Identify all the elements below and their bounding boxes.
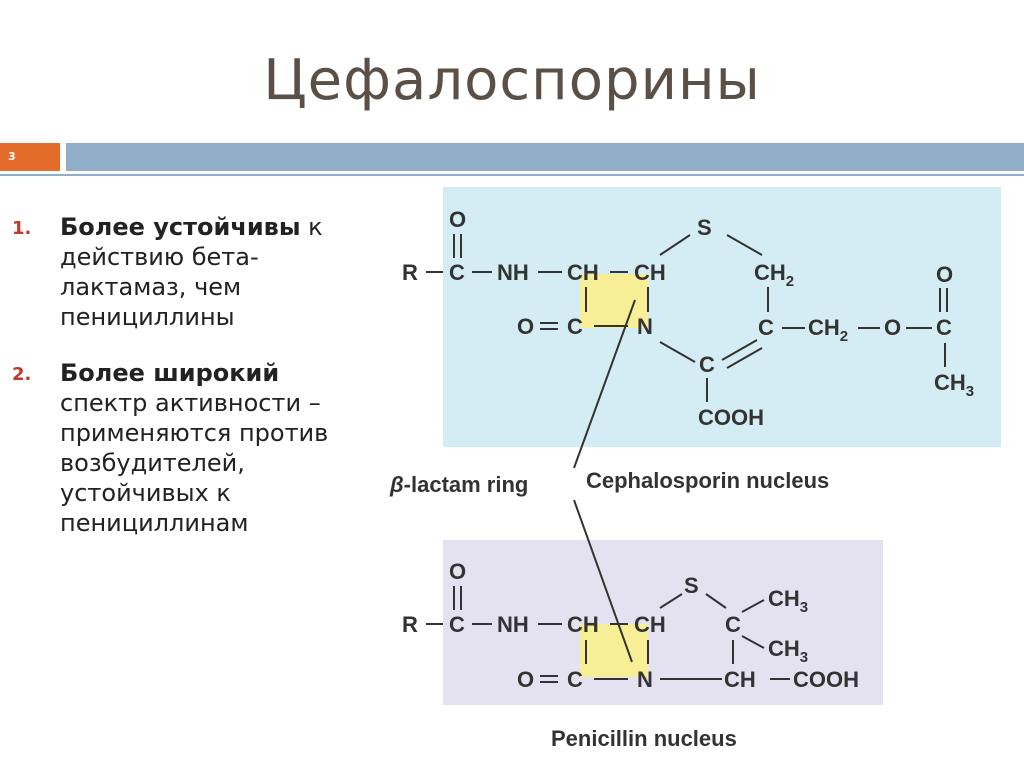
cephalosporin-caption: Cephalosporin nucleus bbox=[586, 468, 829, 493]
bullet-list: 1. Более устойчивы к действию бета-лакта… bbox=[12, 212, 372, 564]
atom-label: CH bbox=[567, 612, 599, 637]
atom-label: C bbox=[936, 315, 952, 340]
slide-number-bar bbox=[0, 143, 60, 171]
atom-label: C bbox=[699, 352, 715, 377]
penicillin-panel bbox=[443, 540, 883, 705]
atom-label: CH3 bbox=[934, 370, 974, 400]
atom-label: O bbox=[936, 262, 953, 287]
atom-label: NH bbox=[497, 260, 529, 285]
atom-label: O bbox=[517, 314, 534, 339]
atom-label: CH3 bbox=[768, 586, 808, 616]
atom-label: CH bbox=[634, 612, 666, 637]
atom-label: C bbox=[725, 612, 741, 637]
atom-label: CH bbox=[567, 260, 599, 285]
atom-label: CH2 bbox=[808, 315, 848, 345]
atom-label: C bbox=[567, 667, 583, 692]
atom-label: R bbox=[402, 260, 418, 285]
item-number: 2. bbox=[12, 364, 32, 385]
item-number: 1. bbox=[12, 218, 32, 239]
atom-label: N bbox=[637, 667, 653, 692]
list-item: 2. Более широкий спектр активности – при… bbox=[12, 358, 372, 538]
atom-label: C bbox=[449, 612, 465, 637]
atom-label: O bbox=[884, 315, 901, 340]
header-line bbox=[0, 174, 1024, 176]
item-bold-text: Более устойчивы bbox=[60, 213, 301, 241]
atom-label: CH bbox=[724, 667, 756, 692]
list-item: 1. Более устойчивы к действию бета-лакта… bbox=[12, 212, 372, 332]
atom-label: CH bbox=[634, 260, 666, 285]
atom-label: R bbox=[402, 612, 418, 637]
beta-lactam-ring-label: β-lactam ring bbox=[389, 472, 528, 497]
atom-label: N bbox=[637, 314, 653, 339]
atom-label: NH bbox=[497, 612, 529, 637]
cephalosporin-panel bbox=[443, 187, 1001, 447]
item-bold-text: Более широкий bbox=[60, 359, 280, 387]
atom-label: O bbox=[449, 559, 466, 584]
header-bar bbox=[66, 143, 1024, 171]
item-text: спектр активности – применяются против в… bbox=[60, 389, 329, 537]
pen-ring-highlight bbox=[580, 624, 648, 677]
atom-label: O bbox=[449, 207, 466, 232]
atom-label: C bbox=[567, 314, 583, 339]
atom-label: C bbox=[758, 315, 774, 340]
atom-label: S bbox=[684, 573, 699, 598]
atom-label: C bbox=[449, 260, 465, 285]
atom-label: COOH bbox=[698, 405, 764, 430]
slide-number: 3 bbox=[8, 150, 16, 163]
atom-label: S bbox=[697, 215, 712, 240]
slide-title: Цефалоспорины bbox=[263, 48, 761, 113]
ceph-ring-highlight bbox=[580, 274, 648, 328]
atom-label: CH2 bbox=[754, 260, 794, 290]
item-text: к действию бета-лактамаз, чем пенициллин… bbox=[60, 213, 323, 331]
atom-label: CH3 bbox=[768, 636, 808, 666]
atom-label: COOH bbox=[793, 667, 859, 692]
penicillin-caption: Penicillin nucleus bbox=[551, 726, 737, 751]
atom-label: O bbox=[517, 667, 534, 692]
